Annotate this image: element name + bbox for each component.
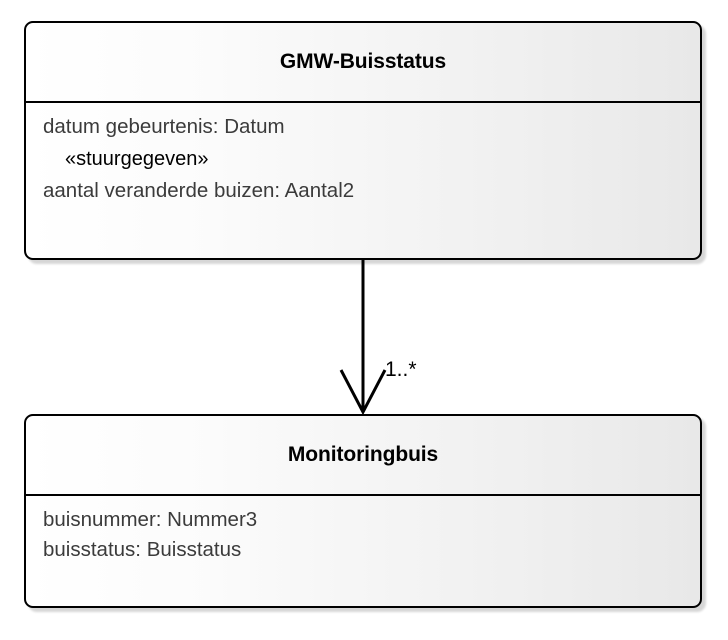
uml-attribute-list: datum gebeurtenis: Datum «stuurgegeven» … [26, 103, 700, 206]
uml-class-title: Monitoringbuis [287, 443, 439, 466]
uml-attribute: datum gebeurtenis: Datum [43, 115, 285, 138]
arrowhead-icon [339, 369, 387, 416]
association-multiplicity-label: 1..* [385, 358, 417, 381]
uml-attribute-list: buisnummer: Nummer3 buisstatus: Buisstat… [26, 496, 700, 565]
uml-stereotype: «stuurgegeven» [65, 148, 209, 170]
uml-attribute: buisstatus: Buisstatus [43, 538, 242, 561]
uml-attribute: buisnummer: Nummer3 [43, 508, 258, 531]
uml-class-header: GMW-Buisstatus [26, 23, 700, 103]
uml-class-title: GMW-Buisstatus [279, 50, 447, 73]
uml-attribute: aantal veranderde buizen: Aantal2 [43, 179, 355, 202]
uml-class-header: Monitoringbuis [26, 416, 700, 496]
uml-class-monitoringbuis[interactable]: Monitoringbuis buisnummer: Nummer3 buiss… [24, 414, 702, 608]
uml-class-gmw-buisstatus[interactable]: GMW-Buisstatus datum gebeurtenis: Datum … [24, 21, 702, 260]
